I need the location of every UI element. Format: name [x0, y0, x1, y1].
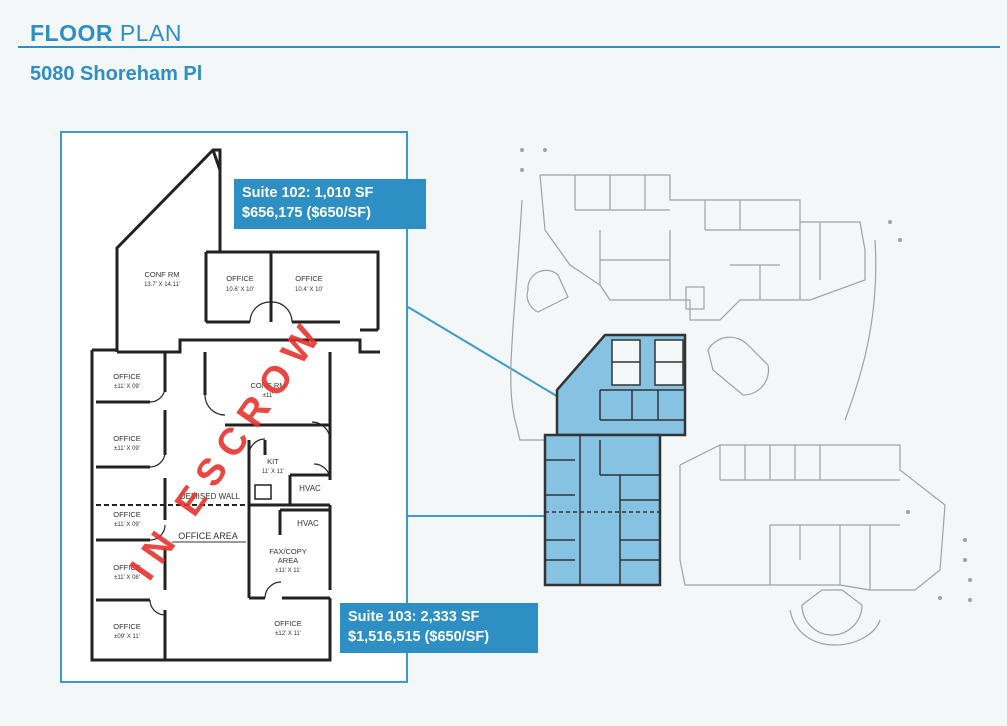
office-5-dim: ±09' X 11' — [114, 634, 140, 640]
suite-103-interior — [545, 435, 660, 585]
office-b-dim: 10.4' X 10' — [295, 287, 323, 293]
office-area-label: OFFICE AREA — [178, 531, 238, 541]
building-overview-outline — [510, 174, 946, 646]
conf-rm2-label: CONF RM — [251, 381, 286, 390]
connector-line-102 — [407, 306, 561, 399]
suite-102-callout: Suite 102: 1,010 SF $656,175 ($650/SF) — [234, 179, 426, 229]
office-6-label: OFFICE — [274, 619, 302, 628]
site-column-dots — [520, 148, 972, 602]
office-1-dim: ±11' X 09' — [114, 384, 140, 390]
kit-dim: 11' X 11' — [262, 469, 284, 475]
office-2-dim: ±11' X 09' — [114, 446, 140, 452]
property-address: 5080 Shoreham Pl — [30, 63, 203, 85]
office-5-label: OFFICE — [113, 622, 141, 631]
kit-label: KIT — [267, 457, 279, 466]
office-4-dim: ±11' X 08' — [114, 575, 140, 581]
fax-copy-label-2: AREA — [278, 556, 298, 565]
office-4-label: OFFICE — [113, 563, 141, 572]
conf-rm-label: CONF RM — [145, 270, 180, 279]
suite-103-callout: Suite 103: 2,333 SF $1,516,515 ($650/SF) — [340, 603, 538, 653]
page-header: FLOOR PLAN — [30, 20, 182, 47]
suite-102-price: $656,175 ($650/SF) — [242, 205, 371, 221]
office-1-label: OFFICE — [113, 372, 141, 381]
office-3-dim: ±11' X 09' — [114, 522, 140, 528]
kitchen-sink — [254, 484, 272, 500]
header-rule — [18, 46, 1000, 48]
office-a-dim: 10.6' X 10' — [226, 287, 254, 293]
office-6-dim: ±12' X 11' — [275, 631, 301, 637]
hvac-1-label: HVAC — [299, 484, 321, 493]
fax-copy-label: FAX/COPY — [269, 547, 307, 556]
hvac-2-label: HVAC — [297, 519, 319, 528]
suite-103-size: Suite 103: 2,333 SF — [348, 609, 480, 625]
detail-room-labels: CONF RM 13.7' X 14.11' OFFICE 10.6' X 10… — [113, 270, 323, 640]
suite-103-shape — [543, 433, 662, 587]
fax-copy-dim: ±11' X 11' — [275, 568, 300, 574]
office-3-label: OFFICE — [113, 510, 141, 519]
conf-rm2-dim: ±11' — [263, 393, 274, 399]
office-a-label: OFFICE — [226, 274, 254, 283]
suite-103-price: $1,516,515 ($650/SF) — [348, 629, 490, 645]
header-title-bold: FLOOR — [30, 20, 113, 46]
office-b-label: OFFICE — [295, 274, 323, 283]
office-2-label: OFFICE — [113, 434, 141, 443]
suite-102-interior — [599, 339, 685, 421]
demised-wall-label: DEMISED WALL — [180, 492, 241, 501]
header-title-light: PLAN — [119, 20, 182, 46]
detail-door-swings — [149, 301, 331, 616]
detail-plan-walls — [90, 148, 380, 662]
conf-rm-dim: 13.7' X 14.11' — [144, 282, 180, 288]
suite-102-size: Suite 102: 1,010 SF — [242, 185, 374, 201]
